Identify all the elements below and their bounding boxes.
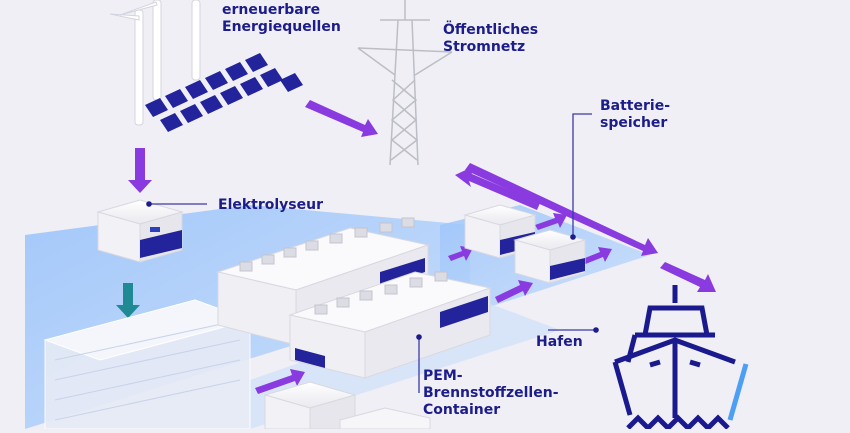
label-public-grid: Öffentliches Stromnetz	[443, 22, 539, 55]
label-electrolyzer: Elektrolyseur	[218, 197, 324, 213]
hydrogen-storage-icon	[43, 299, 252, 430]
wind-turbine-icon	[109, 0, 201, 126]
battery-storage-units	[463, 204, 587, 284]
hydrogen-flow-arrow	[116, 283, 140, 318]
fuel-cell-containers	[216, 217, 492, 379]
power-pylon-icon	[357, 0, 453, 166]
leader-lines	[146, 113, 599, 393]
lower-units	[263, 381, 431, 430]
ship-accent	[727, 363, 749, 421]
label-port: Hafen	[536, 334, 583, 350]
energy-flow-arrows	[128, 100, 716, 394]
solar-panel-icon	[145, 53, 303, 132]
electrolyzer-unit	[96, 199, 184, 263]
ship-icon	[612, 285, 736, 432]
label-renewables: erneuerbare Energiequellen	[222, 2, 341, 35]
label-fuel-cell-container: PEM- Brennstoffzellen- Container	[423, 368, 559, 418]
label-battery-storage: Batterie- speicher	[600, 98, 671, 131]
